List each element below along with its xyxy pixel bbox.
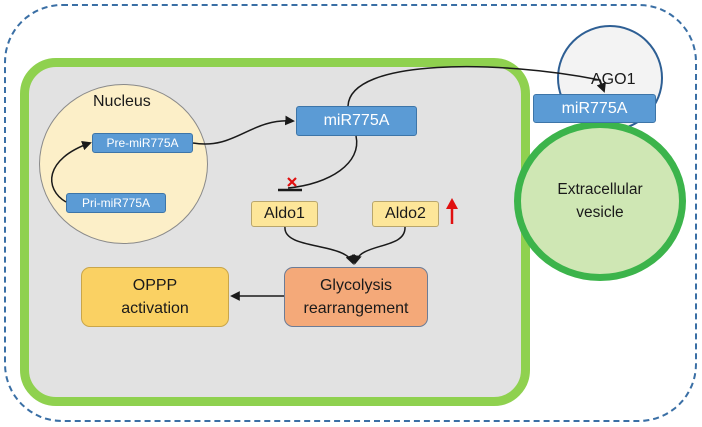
glycolysis-line2: rearrangement bbox=[303, 300, 409, 317]
mir775a-ev-box: miR775A bbox=[533, 94, 656, 123]
ev-label-line2: vesicle bbox=[576, 204, 624, 221]
glycolysis-line1: Glycolysis bbox=[319, 277, 392, 294]
oppp-activation-box: OPPP activation bbox=[81, 267, 229, 327]
glycolysis-rearrangement-box: Glycolysis rearrangement bbox=[284, 267, 428, 327]
oppp-line1: OPPP bbox=[132, 277, 178, 294]
aldo1-box: Aldo1 bbox=[251, 201, 318, 227]
extracellular-vesicle bbox=[514, 121, 686, 281]
ago1-label: AGO1 bbox=[591, 71, 636, 88]
plant-cell-boundary bbox=[4, 4, 697, 422]
oppp-line2: activation bbox=[121, 300, 189, 317]
nucleus-label: Nucleus bbox=[93, 93, 151, 110]
pri-mir775a-box: Pri-miR775A bbox=[66, 193, 166, 213]
ev-label-line1: Extracellular bbox=[557, 181, 643, 198]
mir775a-box: miR775A bbox=[296, 106, 417, 136]
extracellular-vesicle-label: Extracellular vesicle bbox=[514, 178, 686, 224]
pre-mir775a-box: Pre-miR775A bbox=[92, 133, 193, 153]
aldo2-box: Aldo2 bbox=[372, 201, 439, 227]
